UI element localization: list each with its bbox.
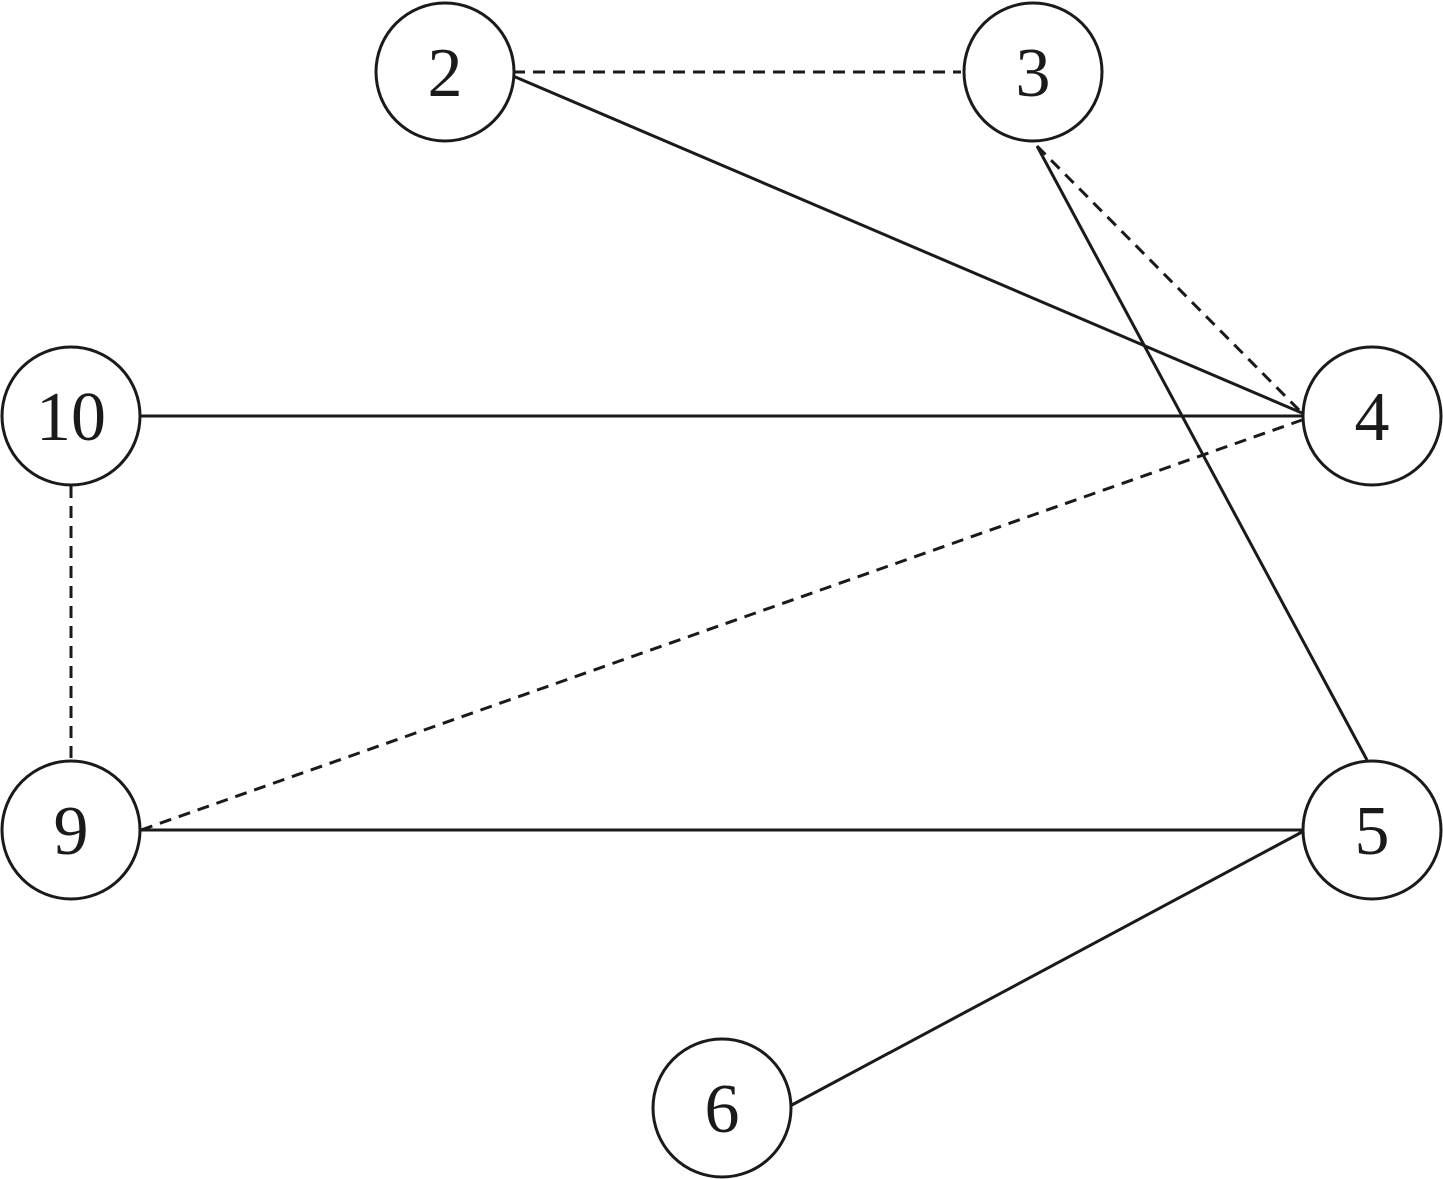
edge-3-4 xyxy=(1035,144,1304,415)
edge-9-4 xyxy=(140,418,1303,832)
node-label-6: 6 xyxy=(705,1071,740,1148)
node-label-2: 2 xyxy=(428,35,463,112)
node-circle-4 xyxy=(1301,345,1443,487)
node-circle-6 xyxy=(651,1037,793,1179)
node-circle-9 xyxy=(0,759,142,901)
node-label-9: 9 xyxy=(54,793,89,870)
edge-6-5 xyxy=(789,830,1303,1108)
node-2: 2 xyxy=(374,1,516,143)
node-label-3: 3 xyxy=(1016,35,1051,112)
node-circle-10 xyxy=(0,345,142,487)
node-4: 4 xyxy=(1301,345,1443,487)
edge-2-4 xyxy=(512,74,1303,415)
node-9: 9 xyxy=(0,759,142,901)
node-5: 5 xyxy=(1301,759,1443,901)
node-circle-2 xyxy=(374,1,516,143)
node-3: 3 xyxy=(962,1,1104,143)
edges-layer xyxy=(69,70,1369,1108)
node-10: 10 xyxy=(0,345,142,487)
node-circle-3 xyxy=(962,1,1104,143)
node-circle-5 xyxy=(1301,759,1443,901)
node-6: 6 xyxy=(651,1037,793,1179)
edge-3-5 xyxy=(1035,145,1369,761)
node-label-5: 5 xyxy=(1355,793,1390,870)
node-label-4: 4 xyxy=(1355,379,1390,456)
node-label-10: 10 xyxy=(36,379,106,456)
